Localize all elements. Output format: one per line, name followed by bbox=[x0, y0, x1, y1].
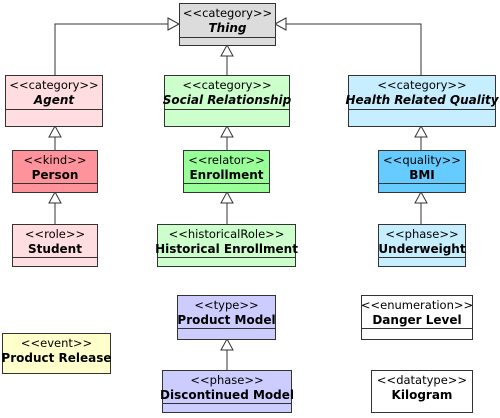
class-health-related-quality[interactable]: <<category>>Health Related Quality bbox=[345, 75, 500, 127]
class-box bbox=[348, 75, 496, 127]
generalization-discontinued-model-to-product-model bbox=[220, 337, 234, 370]
class-kilogram[interactable]: <<datatype>>Kilogram bbox=[371, 370, 473, 413]
stereotype-label: <<quality>> bbox=[383, 153, 461, 167]
generalization-bmi-to-health-related-quality bbox=[414, 124, 428, 150]
generalization-enrollment-to-social-relationship bbox=[220, 124, 234, 150]
class-name: Discontinued Model bbox=[160, 388, 294, 402]
class-enrollment[interactable]: <<relator>>Enrollment bbox=[183, 150, 270, 193]
stereotype-label: <<historicalRole>> bbox=[169, 227, 285, 241]
class-thing[interactable]: <<category>>Thing bbox=[179, 3, 276, 46]
class-name: Enrollment bbox=[189, 168, 263, 182]
class-name: Underweight bbox=[378, 242, 465, 256]
stereotype-label: <<event>> bbox=[21, 336, 92, 350]
class-name: Health Related Quality bbox=[345, 93, 499, 107]
generalization-line bbox=[54, 23, 179, 75]
generalization-person-to-agent bbox=[48, 124, 62, 150]
hollow-triangle-arrowhead bbox=[414, 124, 428, 138]
class-historical-enrollment[interactable]: <<historicalRole>>Historical Enrollment bbox=[155, 224, 298, 267]
stereotype-label: <<category>> bbox=[183, 6, 272, 20]
class-box bbox=[378, 224, 466, 267]
class-name: Historical Enrollment bbox=[155, 242, 298, 256]
class-nodes: <<category>>Thing<<category>>Agent<<cate… bbox=[1, 3, 500, 413]
stereotype-label: <<relator>> bbox=[188, 153, 265, 167]
class-name: BMI bbox=[409, 168, 435, 182]
class-name: Product Release bbox=[1, 351, 111, 365]
stereotype-label: <<category>> bbox=[377, 78, 466, 92]
hollow-triangle-arrowhead bbox=[220, 43, 234, 57]
class-name: Student bbox=[28, 242, 82, 256]
stereotype-label: <<datatype>> bbox=[377, 373, 467, 387]
class-box bbox=[162, 370, 292, 413]
hollow-triangle-arrowhead bbox=[220, 190, 234, 204]
class-name: Person bbox=[32, 168, 79, 182]
stereotype-label: <<role>> bbox=[25, 227, 85, 241]
hollow-triangle-arrowhead bbox=[414, 190, 428, 204]
class-box bbox=[2, 333, 111, 374]
class-person[interactable]: <<kind>>Person bbox=[12, 150, 98, 193]
stereotype-label: <<phase>> bbox=[190, 373, 263, 387]
class-social-relationship[interactable]: <<category>>Social Relationship bbox=[163, 75, 292, 127]
class-name: Social Relationship bbox=[163, 93, 292, 107]
stereotype-label: <<category>> bbox=[9, 78, 98, 92]
hollow-triangle-arrowhead bbox=[220, 337, 234, 351]
class-box bbox=[179, 3, 276, 46]
hollow-triangle-arrowhead bbox=[48, 124, 62, 138]
class-danger-level[interactable]: <<enumeration>>Danger Level bbox=[361, 295, 473, 340]
class-discontinued-model[interactable]: <<phase>>Discontinued Model bbox=[160, 370, 294, 413]
stereotype-label: <<enumeration>> bbox=[361, 298, 473, 312]
class-box bbox=[164, 75, 290, 127]
stereotype-label: <<kind>> bbox=[24, 153, 87, 167]
class-student[interactable]: <<role>>Student bbox=[12, 224, 98, 267]
generalization-historical-enrollment-to-enrollment bbox=[220, 190, 234, 224]
stereotype-label: <<phase>> bbox=[385, 227, 458, 241]
hollow-triangle-arrowhead bbox=[273, 17, 287, 31]
generalization-edges bbox=[48, 17, 428, 370]
class-box bbox=[12, 150, 98, 193]
class-underweight[interactable]: <<phase>>Underweight bbox=[378, 224, 466, 267]
generalization-agent-to-thing bbox=[54, 17, 181, 75]
class-product-model[interactable]: <<type>>Product Model bbox=[177, 295, 276, 340]
class-name: Kilogram bbox=[392, 388, 453, 402]
generalization-underweight-to-bmi bbox=[414, 190, 428, 224]
class-name: Danger Level bbox=[372, 313, 461, 327]
class-box bbox=[361, 295, 473, 340]
hollow-triangle-arrowhead bbox=[167, 17, 181, 31]
stereotype-label: <<category>> bbox=[182, 78, 271, 92]
class-box bbox=[371, 370, 473, 413]
generalization-line bbox=[275, 23, 422, 75]
hollow-triangle-arrowhead bbox=[48, 190, 62, 204]
hollow-triangle-arrowhead bbox=[220, 124, 234, 138]
generalization-health-related-quality-to-thing bbox=[273, 17, 422, 75]
class-box bbox=[183, 150, 270, 193]
class-name: Product Model bbox=[177, 313, 275, 327]
stereotype-label: <<type>> bbox=[194, 298, 258, 312]
class-agent[interactable]: <<category>>Agent bbox=[5, 75, 103, 127]
class-name: Agent bbox=[33, 93, 76, 107]
generalization-social-relationship-to-thing bbox=[220, 43, 234, 75]
class-box bbox=[378, 150, 466, 193]
class-box bbox=[12, 224, 98, 267]
class-box bbox=[5, 75, 103, 127]
class-box bbox=[157, 224, 296, 267]
class-bmi[interactable]: <<quality>>BMI bbox=[378, 150, 466, 193]
generalization-student-to-person bbox=[48, 190, 62, 224]
class-product-release[interactable]: <<event>>Product Release bbox=[1, 333, 112, 374]
class-box bbox=[177, 295, 276, 340]
class-name: Thing bbox=[209, 21, 247, 35]
